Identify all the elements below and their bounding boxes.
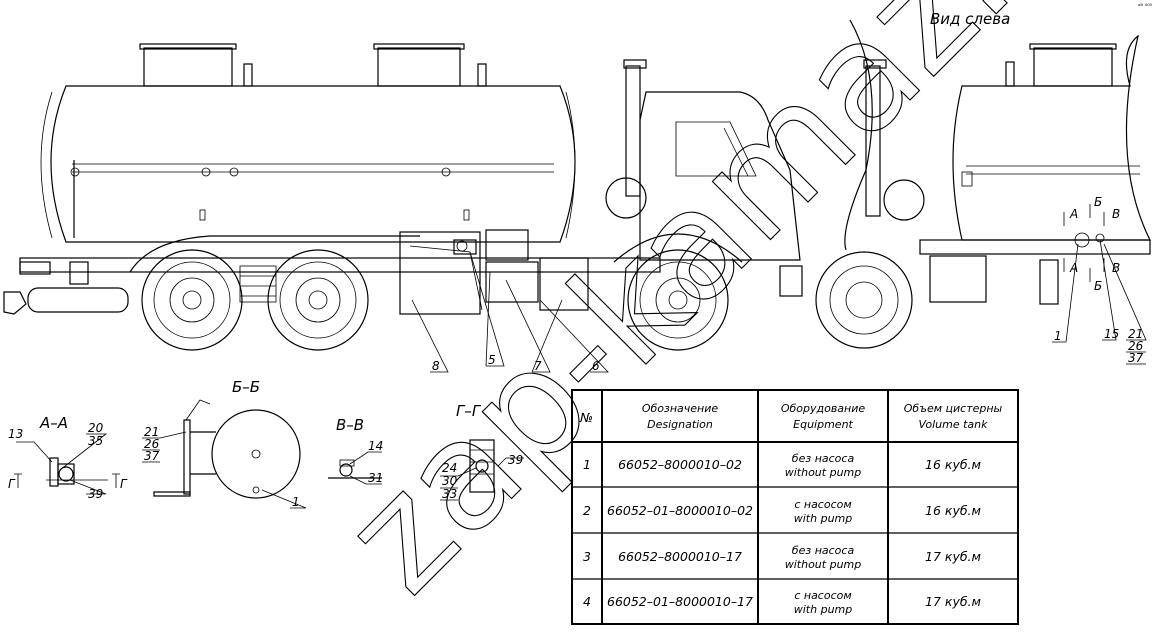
pump-equipment bbox=[399, 229, 589, 315]
callout-8: 8 bbox=[432, 359, 440, 373]
section-g-g-callout-24: 24 bbox=[442, 461, 457, 475]
section-v-v-callout-31: 31 bbox=[368, 471, 383, 485]
view-title: Вид слева bbox=[930, 10, 1010, 28]
section-mark-v-top: В bbox=[1112, 207, 1120, 221]
section-v-v-title: В–В bbox=[336, 416, 364, 434]
rear-wheel-2 bbox=[267, 249, 369, 351]
rear-wheel-1 bbox=[141, 249, 243, 351]
section-a-a-title: А–А bbox=[39, 414, 68, 432]
section-a-a-callout-20: 20 bbox=[88, 421, 104, 435]
row-volume: 17 куб.м bbox=[925, 594, 981, 609]
section-mark-b-bottom: Б bbox=[1094, 279, 1102, 293]
left-view: Вид слева ᵃᴮ ⁰⁰⁰ bbox=[815, 3, 1153, 365]
section-b-b: Б–Б 21 26 37 1 bbox=[142, 378, 307, 509]
table-row: 3 66052–8000010–17 без насоса without pu… bbox=[583, 544, 981, 571]
section-g-g: Г–Г 24 30 33 39 bbox=[440, 402, 524, 501]
left-callout-15: 15 bbox=[1104, 327, 1119, 341]
callout-7: 7 bbox=[534, 359, 542, 373]
main-callout-leaders bbox=[411, 251, 609, 373]
front-wheel bbox=[613, 233, 743, 351]
header-volume-ru: Объем цистерны bbox=[904, 402, 1003, 415]
suspension bbox=[239, 265, 277, 303]
section-b-b-callout-37: 37 bbox=[144, 449, 160, 463]
section-a-a-mark-left: Г bbox=[8, 477, 16, 491]
header-num: № bbox=[579, 410, 593, 425]
tank-truck-side-view: 8 5 7 6 bbox=[3, 43, 803, 373]
tank-fittings bbox=[70, 167, 470, 221]
cab bbox=[605, 59, 803, 297]
section-g-g-callout-39: 39 bbox=[508, 453, 523, 467]
section-b-b-callout-21: 21 bbox=[144, 425, 159, 439]
row-equipment-en: without pump bbox=[785, 558, 862, 571]
section-b-b-callout-1: 1 bbox=[292, 495, 300, 509]
table-header: № Обозначение Designation Оборудование E… bbox=[579, 402, 1003, 431]
section-a-a-callout-39: 39 bbox=[88, 487, 103, 501]
header-designation-en: Designation bbox=[647, 418, 713, 431]
table-row: 1 66052–8000010–02 без насоса without pu… bbox=[583, 452, 981, 479]
section-g-g-callout-30: 30 bbox=[442, 474, 458, 488]
row-num: 4 bbox=[583, 594, 591, 609]
row-designation: 66052–8000010–17 bbox=[618, 549, 742, 564]
row-equipment-ru: без насоса bbox=[792, 452, 855, 465]
section-a-a-callout-35: 35 bbox=[88, 434, 103, 448]
wheels bbox=[141, 233, 743, 351]
row-volume: 17 куб.м bbox=[925, 549, 981, 564]
header-equipment-ru: Оборудование bbox=[781, 402, 866, 415]
header-designation-ru: Обозначение bbox=[642, 402, 719, 415]
header-volume-en: Volume tank bbox=[918, 418, 988, 431]
table-row: 4 66052–01–8000010–17 с насосом with pum… bbox=[583, 589, 981, 616]
row-num: 3 bbox=[583, 549, 591, 564]
row-num: 1 bbox=[583, 457, 591, 472]
section-b-b-title: Б–Б bbox=[232, 378, 260, 396]
row-volume: 16 куб.м bbox=[925, 457, 981, 472]
corner-mark: ᵃᴮ ⁰⁰⁰ bbox=[1138, 3, 1153, 10]
section-v-v-callout-14: 14 bbox=[368, 439, 383, 453]
callout-6: 6 bbox=[592, 359, 600, 373]
callout-5: 5 bbox=[488, 353, 496, 367]
section-a-a-callout-13: 13 bbox=[8, 427, 23, 441]
row-equipment-en: with pump bbox=[794, 512, 853, 525]
left-callout-26: 26 bbox=[1128, 339, 1144, 353]
row-designation: 66052–8000010–02 bbox=[618, 457, 742, 472]
left-callout-1: 1 bbox=[1054, 329, 1062, 343]
section-mark-v-bottom: В bbox=[1112, 261, 1120, 275]
row-equipment-ru: с насосом bbox=[794, 498, 851, 511]
frame bbox=[3, 235, 661, 315]
section-mark-a-bottom: А bbox=[1069, 261, 1078, 275]
section-g-g-callout-33: 33 bbox=[442, 487, 457, 501]
row-num: 2 bbox=[583, 503, 591, 518]
row-designation: 66052–01–8000010–02 bbox=[607, 503, 753, 518]
section-mark-a-top: А bbox=[1069, 207, 1078, 221]
watermark: zap-kamaz.ru bbox=[312, 0, 1156, 626]
section-g-g-title: Г–Г bbox=[456, 402, 482, 420]
tank-body bbox=[40, 43, 576, 243]
section-mark-b-top: Б bbox=[1094, 195, 1102, 209]
row-equipment-ru: без насоса bbox=[792, 544, 855, 557]
header-equipment-en: Equipment bbox=[793, 418, 853, 431]
section-b-b-callout-26: 26 bbox=[144, 437, 160, 451]
left-view-callout-leaders bbox=[1052, 239, 1147, 365]
section-v-v: В–В 14 31 bbox=[328, 416, 383, 485]
left-callout-37: 37 bbox=[1128, 351, 1144, 365]
row-equipment-ru: с насосом bbox=[794, 589, 851, 602]
watermark-text: zap-kamaz.ru bbox=[312, 0, 1154, 625]
table-row: 2 66052–01–8000010–02 с насосом with pum… bbox=[583, 498, 981, 525]
row-designation: 66052–01–8000010–17 bbox=[607, 594, 753, 609]
spec-table: № Обозначение Designation Оборудование E… bbox=[571, 389, 1019, 625]
left-callout-21: 21 bbox=[1128, 327, 1143, 341]
section-a-a-mark-right: Г bbox=[120, 477, 128, 491]
row-equipment-en: without pump bbox=[785, 466, 862, 479]
section-a-a: А–А Г Г 13 20 35 39 bbox=[8, 414, 128, 501]
row-volume: 16 куб.м bbox=[925, 503, 981, 518]
row-equipment-en: with pump bbox=[794, 603, 853, 616]
